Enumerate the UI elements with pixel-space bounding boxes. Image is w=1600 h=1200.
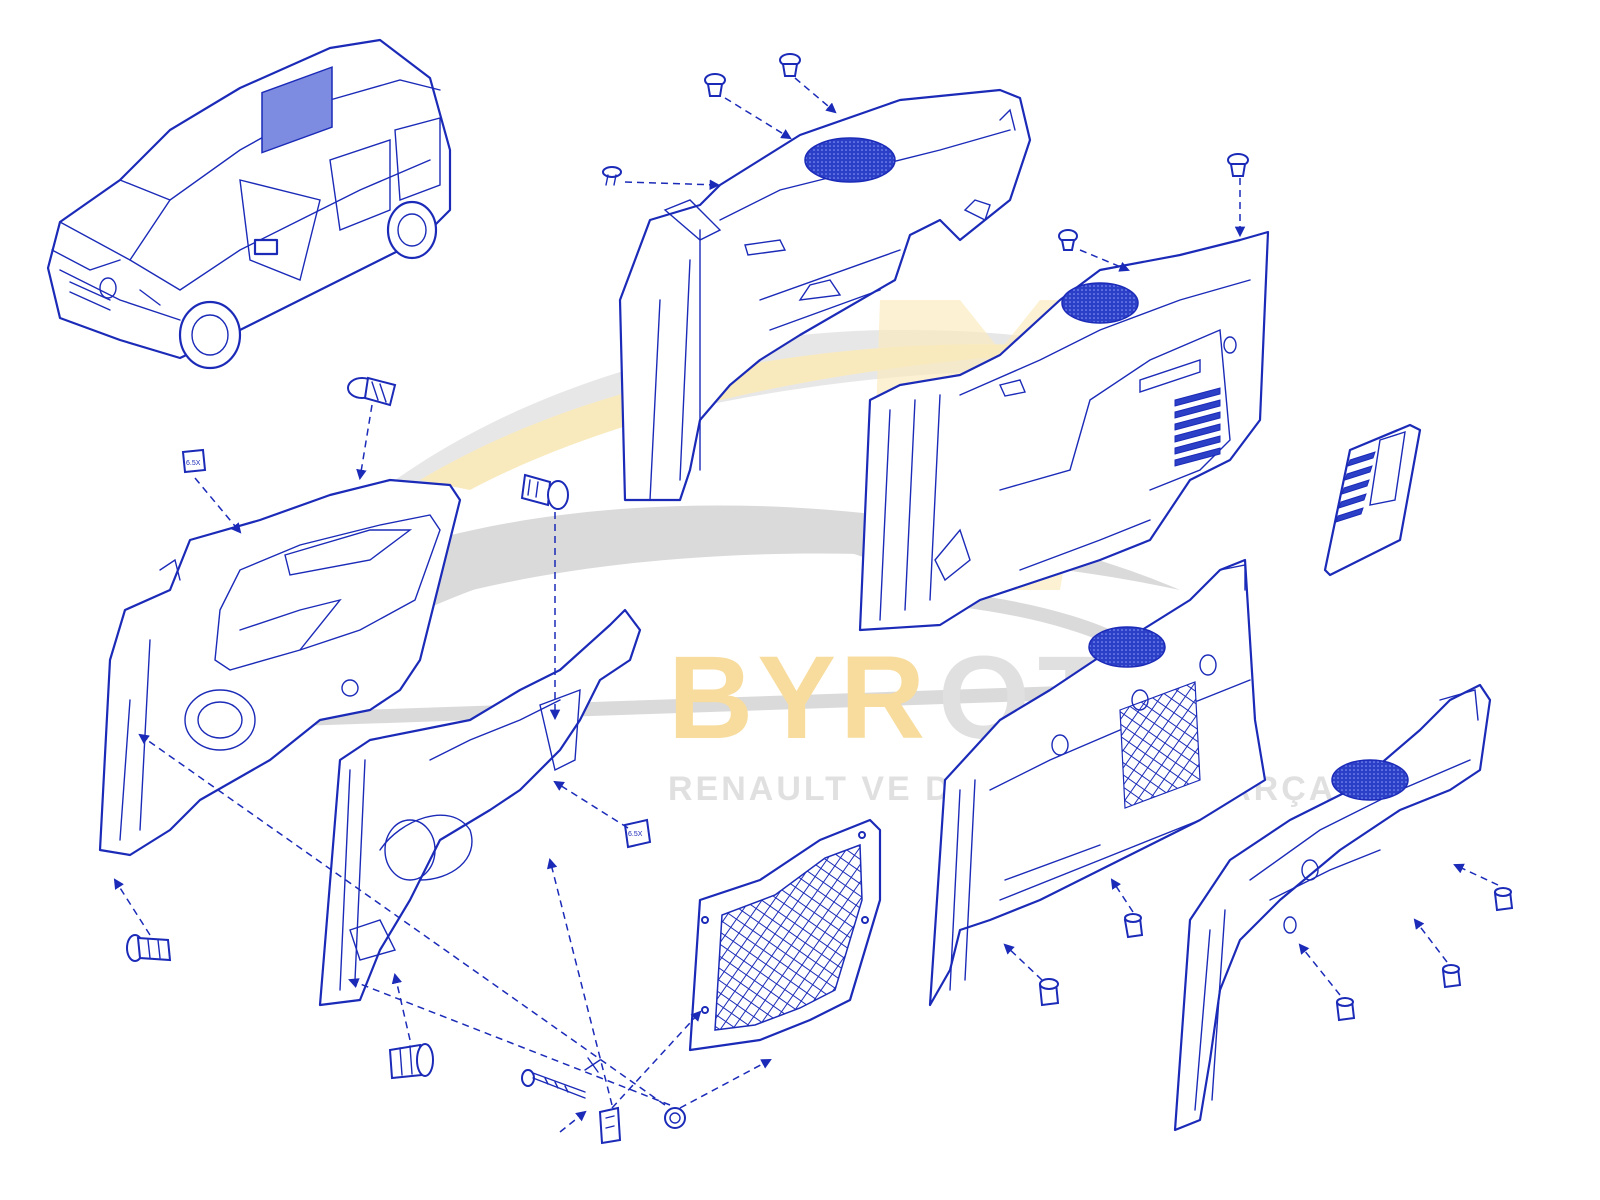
clip-right-2 <box>1038 978 1060 1007</box>
clip-label-1: 6.5X <box>186 460 201 467</box>
clip-push-lower-left <box>126 934 172 962</box>
vehicle-illustration <box>46 38 452 370</box>
clip-label-2: 6.5X <box>628 831 643 838</box>
fasteners: 6.5X 6.5X <box>126 53 1514 1145</box>
clip-bracket-lower <box>598 1106 622 1145</box>
clip-push-upper-left <box>347 376 397 407</box>
clip-bracket-2: 6.5X <box>623 818 652 849</box>
screw-lower <box>521 1057 601 1099</box>
lower-trim-panel-right <box>928 558 1267 1007</box>
vent-cover-panel <box>1323 423 1422 577</box>
clip-right-4 <box>1441 964 1462 989</box>
upper-rear-trim-panel-right <box>858 230 1270 632</box>
rear-pillar-trim-right <box>1173 683 1492 1132</box>
center-pillar-trim <box>318 608 642 1007</box>
speaker-grille-rear-right <box>1331 759 1409 801</box>
clip-nut-lower <box>664 1107 686 1129</box>
clip-top-1 <box>704 73 726 97</box>
lower-trim-panel-left <box>98 478 462 857</box>
clip-push-center <box>520 473 569 510</box>
clip-right-5 <box>1493 887 1514 912</box>
clip-right-1 <box>1123 913 1144 939</box>
mesh-grille-panel <box>688 818 882 1052</box>
clip-push-lower-center <box>388 1043 434 1080</box>
speaker-grille-upper <box>804 137 896 183</box>
clip-top-2 <box>779 53 801 77</box>
speaker-grille-lower-right <box>1088 626 1166 668</box>
clip-top-3 <box>602 166 622 186</box>
watermark-car-silhouette <box>263 522 1157 728</box>
clip-top-5 <box>1058 229 1078 251</box>
upper-rear-trim-panel-left <box>618 88 1032 502</box>
watermark-swoosh-gold <box>420 344 1100 490</box>
leader-lines <box>113 77 1499 1133</box>
speaker-grille-upper-right <box>1061 282 1139 324</box>
clip-bracket-1: 6.5X <box>181 448 207 474</box>
mesh-grille <box>714 843 863 1031</box>
vent-slots-upper-right <box>1174 387 1221 467</box>
watermark-brand-dark: BYR <box>668 632 929 764</box>
clip-top-4 <box>1227 153 1249 177</box>
watermark-swoosh-arc <box>216 330 1160 800</box>
clip-right-3 <box>1335 997 1356 1022</box>
